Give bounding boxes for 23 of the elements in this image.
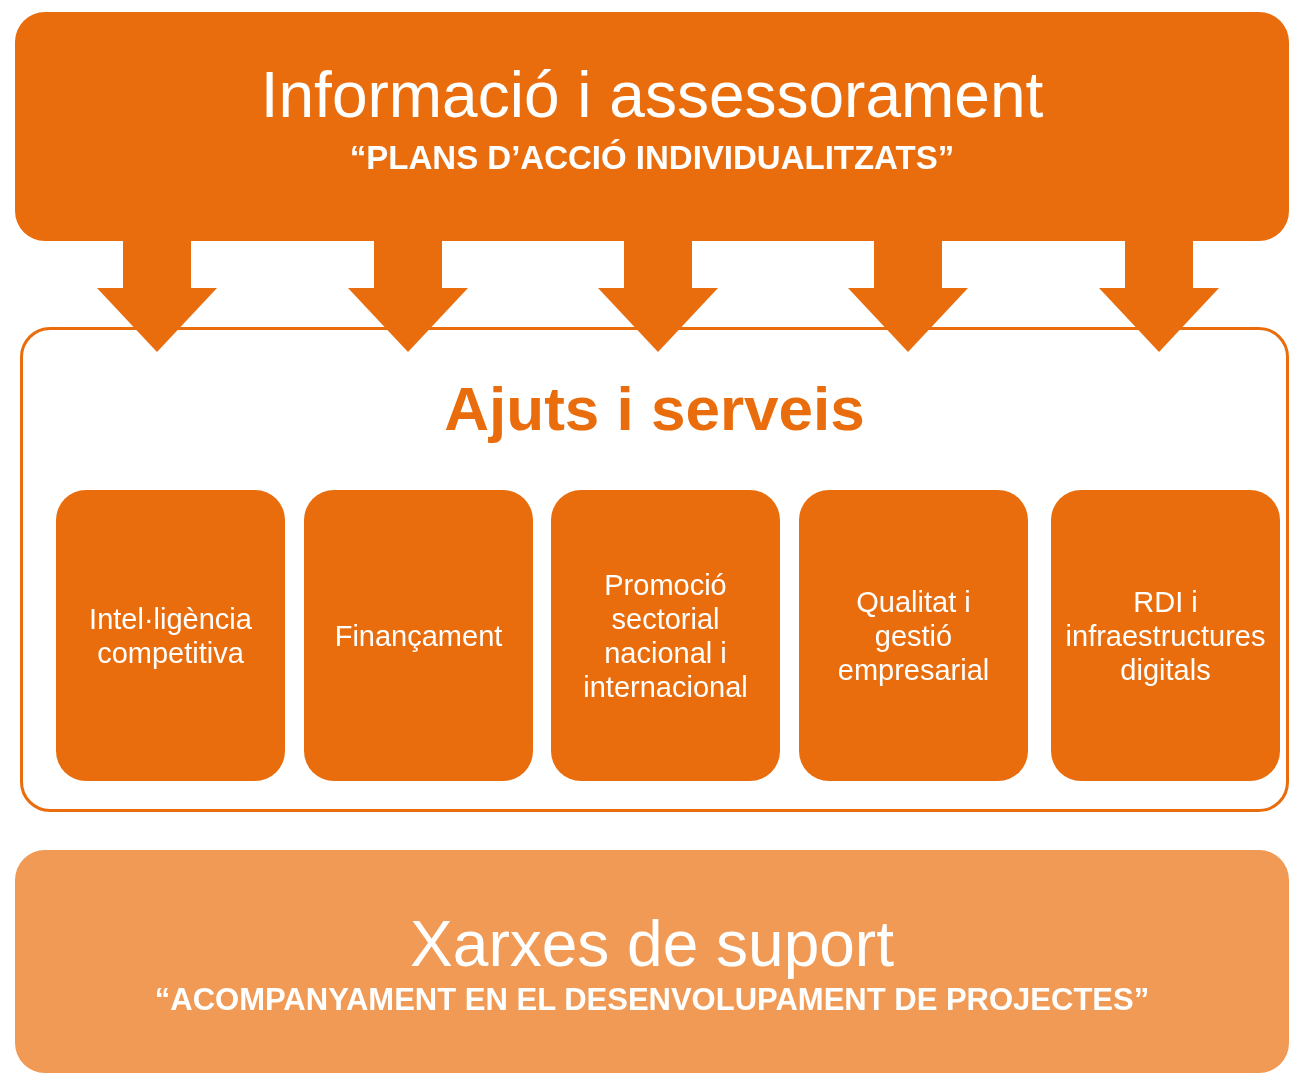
group-panel [20,327,1289,812]
banner-subtitle: “ACOMPANYAMENT EN EL DESENVOLUPAMENT DE PROJECTES” [154,981,1150,1018]
header-banner [15,12,1289,241]
service-label: Qualitat i gestió empresarial [836,584,991,687]
service-box [1051,490,1280,781]
banner-title: Xarxes de suport [410,906,894,982]
service-label: Intel·ligència competitiva [88,601,253,670]
block-arrow [1099,240,1219,352]
banner-subtitle: “PLANS D’ACCIÓ INDIVIDUALITZATS” [349,139,955,177]
service-box [799,490,1028,781]
footer-banner [15,850,1289,1073]
service-label: Promoció sectorial nacional i internacional [582,567,749,704]
service-label: Finançament [334,618,503,653]
service-box [551,490,780,781]
service-label: RDI i infraestructures digitals [1064,584,1267,687]
block-arrow [348,240,468,352]
block-arrow [598,240,718,352]
section-title: Ajuts i serveis [443,373,866,444]
service-box [56,490,285,781]
banner-title: Informació i assessorament [260,58,1044,133]
block-arrow [848,240,968,352]
service-box [304,490,533,781]
block-arrow [97,240,217,352]
